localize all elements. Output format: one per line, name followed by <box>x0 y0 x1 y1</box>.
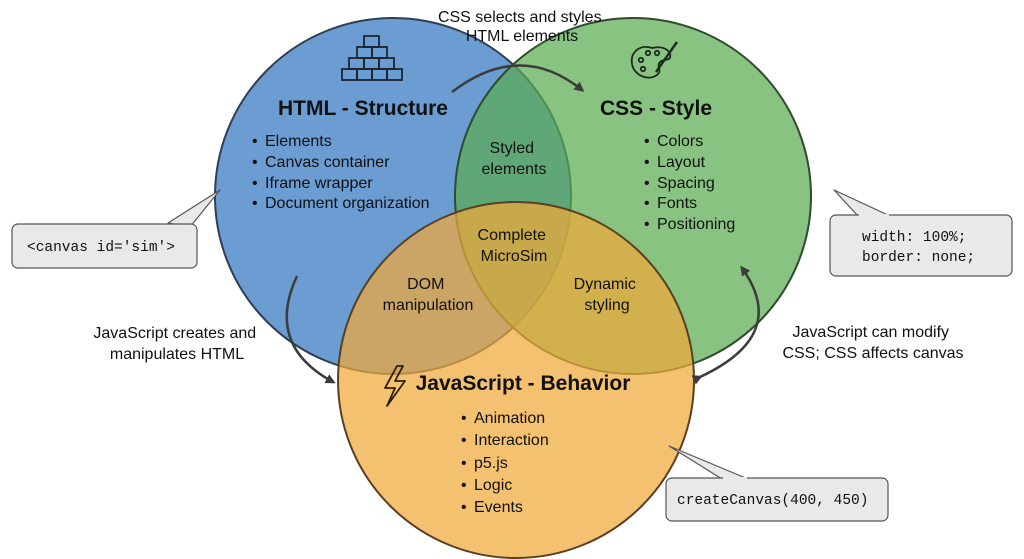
html-item: Elements <box>265 133 332 150</box>
html-item: Canvas container <box>265 154 390 171</box>
js-item: Logic <box>474 477 512 494</box>
html-circle-title: HTML - Structure <box>278 97 448 120</box>
html-to-js-arrow <box>285 275 336 384</box>
css-bullet: • <box>644 216 650 233</box>
css-bullet: • <box>644 175 650 192</box>
css-code-line: border: none; <box>862 250 975 266</box>
top-annotation-line-2: HTML elements <box>466 28 578 45</box>
css-code-callout: width: 100%; border: none; <box>829 189 1013 277</box>
js-item: Animation <box>474 410 545 427</box>
overlap-html-css-line-1: Styled <box>490 140 534 157</box>
html-bullet: • <box>252 133 258 150</box>
overlap-html-js-line-2: manipulation <box>383 297 474 314</box>
js-bullet: • <box>461 410 467 427</box>
svg-text:• Colors • Layout: • Colors • Layout • Spacing • Fonts • Po… <box>644 133 735 233</box>
css-item: Spacing <box>657 175 715 192</box>
css-bullet: • <box>644 133 650 150</box>
overlap-all-line-1: Complete <box>478 227 547 244</box>
svg-text:width: 100%; border: non: width: 100%; border: none; <box>862 230 975 266</box>
html-code-line: <canvas id='sim'> <box>27 240 175 256</box>
html-item: Document organization <box>265 195 430 212</box>
svg-text:JavaScript can modify CSS;: JavaScript can modify CSS; CSS affects c… <box>782 324 963 362</box>
css-bullet: • <box>644 154 650 171</box>
right-annotation-line-2: CSS; CSS affects canvas <box>782 345 963 362</box>
css-circle-title: CSS - Style <box>600 97 712 120</box>
js-code-callout: createCanvas(400, 450) <box>665 445 889 522</box>
overlap-css-js-line-1: Dynamic <box>574 276 636 293</box>
svg-text:JavaScript creates and man: JavaScript creates and manipulates HTML <box>93 325 260 363</box>
html-bullet: • <box>252 154 258 171</box>
palette-icon <box>630 41 678 79</box>
overlap-css-js-line-2: styling <box>584 297 629 314</box>
css-item: Colors <box>657 133 703 150</box>
bricks-icon <box>341 35 403 81</box>
html-bullet: • <box>252 175 258 192</box>
js-bullet: • <box>461 477 467 494</box>
js-code-line: createCanvas(400, 450) <box>677 493 868 509</box>
css-code-line: width: 100%; <box>862 230 966 246</box>
html-code-callout: <canvas id='sim'> <box>11 189 221 269</box>
svg-text:Dynamic styling: Dynamic styling <box>574 276 641 314</box>
js-bullet: • <box>461 455 467 472</box>
svg-text:Styled elements: Styled elements <box>482 140 547 178</box>
top-annotation-line-1: CSS selects and styles <box>438 9 602 26</box>
css-item: Fonts <box>657 195 697 212</box>
html-to-css-arrow <box>451 64 585 93</box>
html-item: Iframe wrapper <box>265 175 373 192</box>
right-annotation-line-1: JavaScript can modify <box>793 324 950 341</box>
overlap-html-js-line-1: DOM <box>407 276 444 293</box>
left-annotation-line-2: manipulates HTML <box>110 346 244 363</box>
left-annotation-line-1: JavaScript creates and <box>93 325 256 342</box>
svg-text:CSS selects and styles HTM: CSS selects and styles HTML elements <box>438 9 606 45</box>
css-item: Positioning <box>657 216 735 233</box>
js-css-bidirectional-arrow <box>691 265 760 385</box>
svg-text:• Elements • Canva: • Elements • Canvas container • Iframe w… <box>252 133 430 212</box>
js-item: Events <box>474 499 523 516</box>
js-item: p5.js <box>474 455 508 472</box>
overlap-all-line-2: MicroSim <box>481 248 548 265</box>
svg-text:DOM manipulation: DOM manipulation <box>383 276 474 314</box>
svg-text:• Animation • Inte: • Animation • Interaction • p5.js • Logi… <box>461 410 553 516</box>
js-circle-title: JavaScript - Behavior <box>416 372 631 395</box>
css-item: Layout <box>657 154 706 171</box>
svg-text:Complete MicroSim: Complete MicroSim <box>478 227 551 265</box>
overlap-html-css-line-2: elements <box>482 161 547 178</box>
js-bullet: • <box>461 499 467 516</box>
lightning-icon <box>384 365 406 407</box>
html-bullet: • <box>252 195 258 212</box>
css-bullet: • <box>644 195 650 212</box>
js-bullet: • <box>461 432 467 449</box>
js-item: Interaction <box>474 432 549 449</box>
